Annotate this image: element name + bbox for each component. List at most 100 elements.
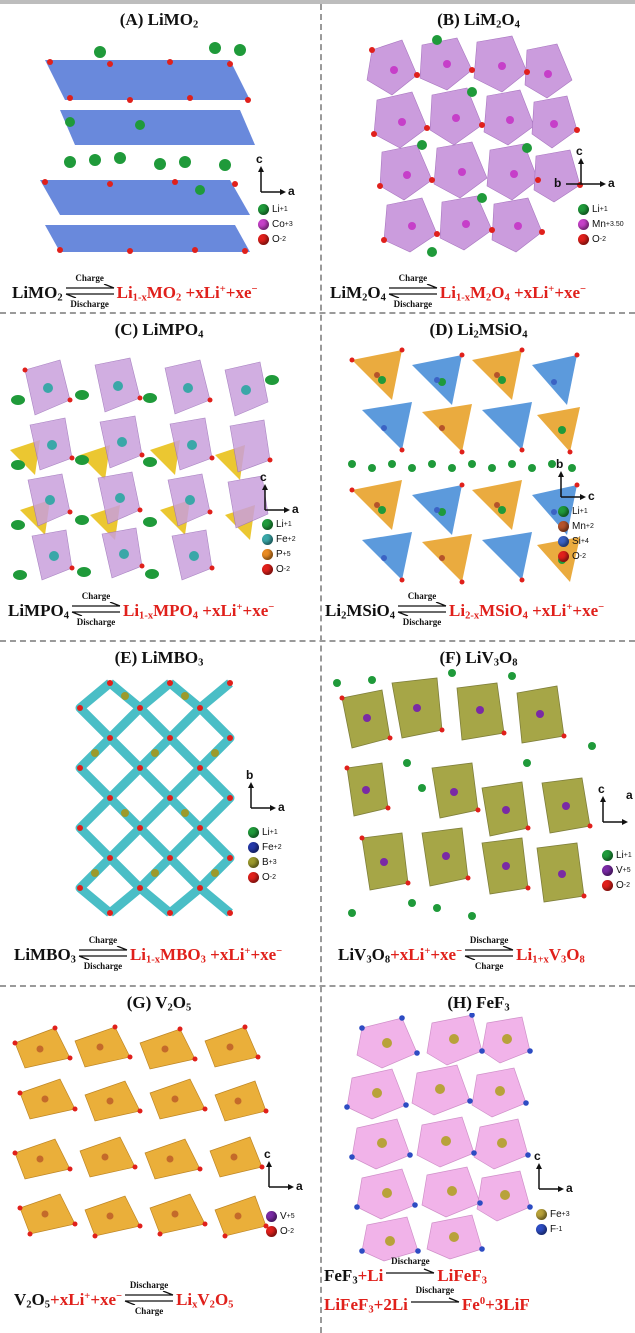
panel-a-structure — [40, 42, 255, 254]
legend-label: V — [280, 1211, 287, 1222]
panel-b-structure — [366, 35, 583, 257]
panel-d-lower-block — [352, 480, 580, 582]
legend-item: Li+1 — [578, 202, 624, 217]
panel-h-f-atoms — [344, 1013, 533, 1254]
legend-charge: -2 — [279, 236, 287, 243]
legend-swatch — [248, 857, 259, 868]
panel-d-si-atoms — [381, 377, 557, 561]
panel-d-mn-atoms — [374, 372, 500, 561]
panel-a-o-atoms — [42, 59, 251, 254]
legend-charge: -2 — [623, 882, 631, 889]
panel-a-li-atoms — [64, 42, 246, 195]
legend-item: O-2 — [248, 870, 282, 885]
panel-d: (D) Li2MSiO4 — [322, 314, 635, 638]
legend-swatch — [248, 842, 259, 853]
legend-swatch — [578, 219, 589, 230]
legend-item: Li+1 — [248, 825, 282, 840]
legend-label: Mn — [572, 521, 586, 532]
panel-f-v-atoms — [362, 704, 570, 878]
legend-swatch — [248, 827, 259, 838]
panel-b-li-atoms — [417, 35, 532, 257]
legend-swatch — [558, 536, 569, 547]
panel-c: (C) LiMPO4 — [0, 314, 318, 638]
legend-item: Li+1 — [558, 504, 594, 519]
legend-label: Fe — [550, 1209, 562, 1220]
legend-charge: +3 — [284, 221, 293, 228]
panel-c-o-atoms — [22, 367, 273, 571]
legend-item: O-2 — [578, 232, 624, 247]
legend-label: O — [280, 1226, 288, 1237]
legend-label: Li — [262, 827, 270, 838]
legend-charge: +1 — [269, 829, 278, 836]
vertical-divider — [320, 4, 322, 1333]
panel-g-v-atoms — [36, 1043, 242, 1220]
legend-label: V — [616, 865, 623, 876]
legend-charge: -2 — [287, 1228, 295, 1235]
legend-label: Li — [592, 204, 600, 215]
panel-d-o-atoms — [349, 347, 580, 585]
legend-charge: -1 — [556, 1226, 563, 1233]
legend-label: Li — [272, 204, 280, 215]
legend-swatch — [248, 872, 259, 883]
legend-swatch — [266, 1211, 277, 1222]
panel-g-title: (G) V2O5 — [126, 993, 192, 1014]
legend-item: Fe+2 — [262, 532, 296, 547]
top-rule — [0, 0, 635, 4]
legend-item: F-1 — [536, 1222, 570, 1237]
legend-item: Li+1 — [258, 202, 293, 217]
legend-item: V+5 — [266, 1209, 295, 1224]
legend-item: O-2 — [602, 878, 632, 893]
legend-label: Fe — [262, 842, 274, 853]
legend-charge: +5 — [622, 867, 631, 874]
legend-swatch — [258, 204, 269, 215]
panel-b-mn-atoms — [390, 60, 558, 230]
legend-charge: +2 — [273, 844, 282, 851]
row-divider-1 — [0, 312, 635, 314]
legend-label: Li — [572, 506, 580, 517]
legend-swatch — [602, 880, 613, 891]
panel-h-structure — [344, 1013, 533, 1262]
legend-charge: -2 — [579, 553, 587, 560]
legend-swatch — [262, 534, 273, 545]
legend-charge: +1 — [599, 206, 608, 213]
legend-label: O — [572, 551, 580, 562]
legend-item: O-2 — [258, 232, 293, 247]
legend-label: Li — [616, 850, 624, 861]
legend-swatch — [258, 219, 269, 230]
legend-charge: +1 — [579, 508, 588, 515]
panel-g-o-atoms — [12, 1024, 269, 1239]
panel-b-o-atoms — [369, 47, 583, 243]
legend-swatch — [262, 549, 273, 560]
legend-charge: +1 — [279, 206, 288, 213]
panel-a-title: (A) LiMO2 — [119, 10, 199, 31]
discharge-arrow: Discharge — [409, 1286, 461, 1314]
legend-item: Li+1 — [262, 517, 296, 532]
panel-e-b-atoms — [91, 692, 219, 877]
legend-swatch — [536, 1224, 547, 1235]
panel-f-li-atoms — [333, 669, 596, 920]
legend-label: O — [616, 880, 624, 891]
row-divider-3 — [0, 985, 635, 987]
panel-g-vo5-pyramids — [14, 1026, 267, 1237]
legend-item: B+3 — [248, 855, 282, 870]
legend-label: O — [262, 872, 270, 883]
panel-c-structure — [10, 357, 279, 581]
panel-h-fef6-octahedra — [346, 1014, 531, 1262]
